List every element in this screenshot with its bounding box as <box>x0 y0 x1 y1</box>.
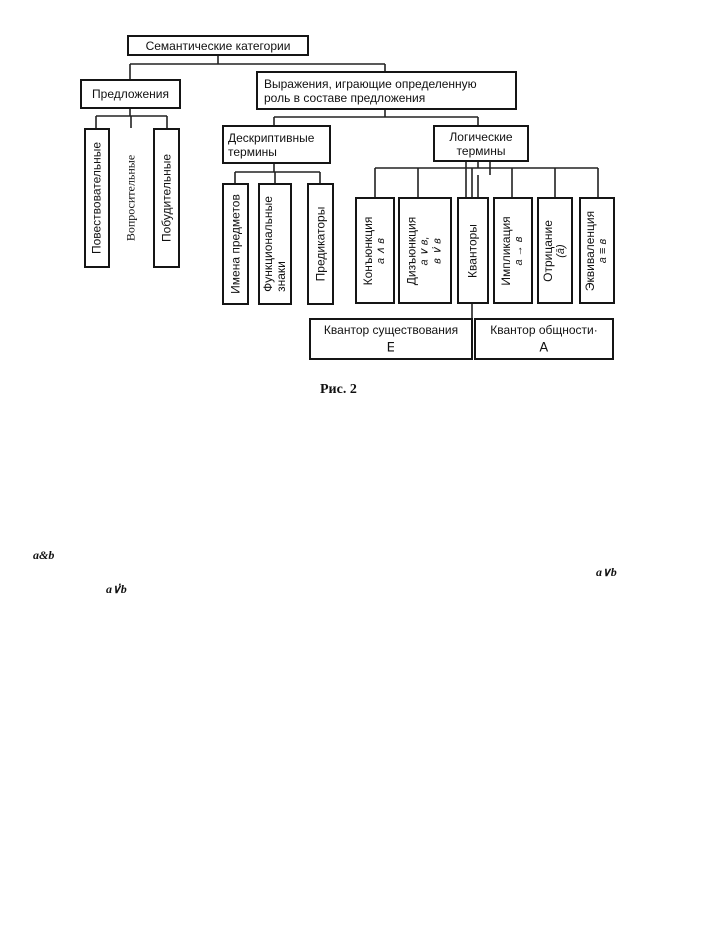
imperative-label: Побудительные <box>159 153 173 243</box>
equivalence-box: Эквиваленция a ≡ в <box>579 197 615 304</box>
functional-signs-box: Функциональные знаки <box>258 183 292 305</box>
quantifiers-box: Кванторы <box>457 197 489 304</box>
quantifiers-label: Кванторы <box>465 223 480 278</box>
conjunction-label: Конъюнкция a ∧ в <box>361 216 387 285</box>
existential-quantifier-label: Квантор существования <box>323 323 459 337</box>
negation-box: Отрицание (ā) <box>537 197 573 304</box>
sentences-label: Предложения <box>92 87 169 101</box>
expressions-line-1: Выражения, играющие определенную <box>264 76 477 91</box>
logical-terms-box: Логические термины <box>433 125 529 162</box>
sentences-box: Предложения <box>80 79 181 109</box>
descriptive-line-2: термины <box>228 144 277 159</box>
expressions-line-2: роль в составе предложения <box>264 90 426 105</box>
conjunction-box: Конъюнкция a ∧ в <box>355 197 395 304</box>
formula-a-xor-b: a∨̇b <box>106 582 127 596</box>
disjunction-box: Дизъюнкция a ∨ в, в ∨̇ в <box>398 197 452 304</box>
universal-quantifier-label: Квантор общности· <box>490 323 598 337</box>
negation-label: Отрицание (ā) <box>541 219 567 282</box>
imperative-box: Побудительные <box>153 128 180 268</box>
descriptive-terms-box: Дескриптивные термины <box>222 125 331 164</box>
interrogative-box: Вопросительные <box>117 128 145 268</box>
equivalence-label: Эквиваленция a ≡ в <box>583 210 609 291</box>
interrogative-label: Вопросительные <box>123 154 138 242</box>
implication-label: Импликация a → в <box>499 215 525 286</box>
universal-quantifier-symbol: ∀ <box>539 339 549 354</box>
disjunction-label: Дизъюнкция a ∨ в, в ∨̇ в <box>404 216 444 285</box>
object-names-label: Имена предметов <box>228 194 242 294</box>
declarative-label: Повествовательные <box>89 141 104 255</box>
descriptive-line-1: Дескриптивные <box>228 130 315 145</box>
formula-a-and-b: a&b <box>33 548 55 562</box>
logical-line-2: термины <box>456 143 506 158</box>
predicators-box: Предикаторы <box>307 183 334 305</box>
logical-line-1: Логические <box>449 129 513 144</box>
existential-quantifier-box: Квантор существования ∃ <box>309 318 473 360</box>
implication-box: Импликация a → в <box>493 197 533 304</box>
root-category-label: Семантические категории <box>145 38 291 53</box>
object-names-box: Имена предметов <box>222 183 249 305</box>
root-category-box: Семантические категории <box>127 35 309 56</box>
existential-quantifier-symbol: ∃ <box>386 339 396 354</box>
predicators-label: Предикаторы <box>313 206 327 282</box>
universal-quantifier-box: Квантор общности· ∀ <box>474 318 614 360</box>
figure-caption: Рис. 2 <box>320 382 357 397</box>
expressions-box: Выражения, играющие определенную роль в … <box>256 71 517 110</box>
functional-signs-label: Функциональные знаки <box>261 196 288 292</box>
declarative-box: Повествовательные <box>84 128 110 268</box>
formula-a-or-b: a∨b <box>596 565 617 579</box>
